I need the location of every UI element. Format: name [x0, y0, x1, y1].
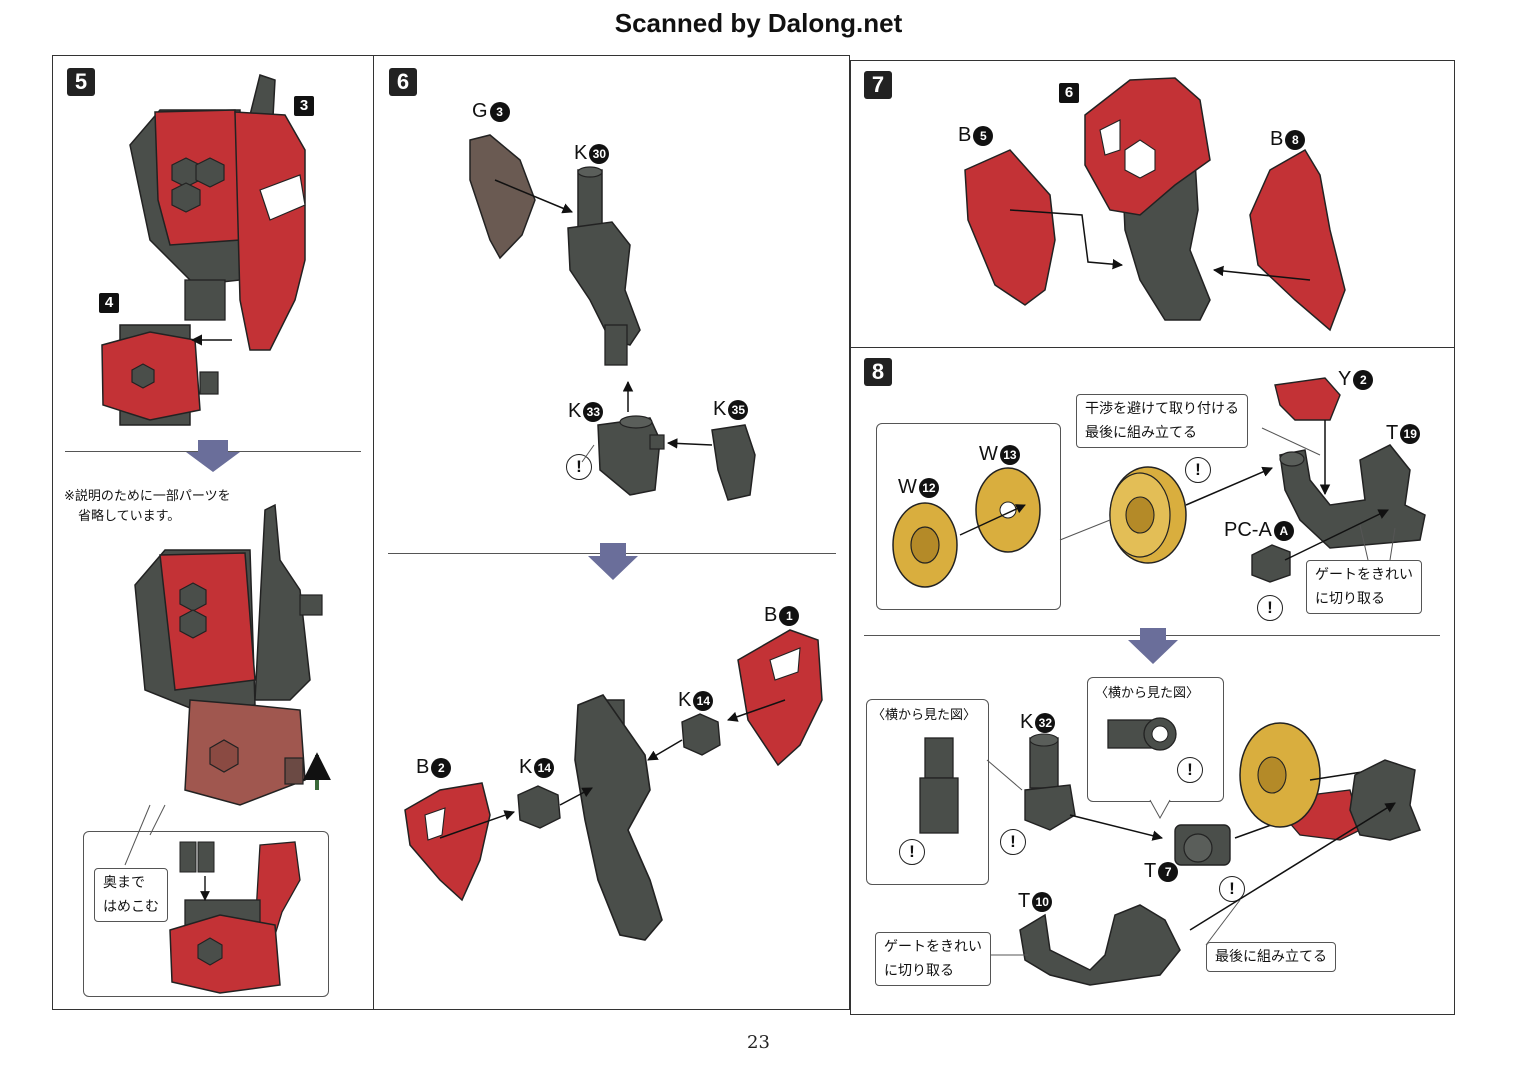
- step-6-b1-part: [737, 629, 823, 767]
- step-8-gate-callout-bottom: ゲートをきれい に切り取る: [875, 932, 991, 986]
- step-7-b5-part: [964, 149, 1056, 306]
- step-5-omission-note: ※説明のために一部パーツを 省略しています。: [64, 489, 231, 524]
- warning-icon-k32: !: [1000, 829, 1026, 855]
- part-label-6: 6: [1059, 83, 1079, 103]
- side-view-right-label: 〈横から見た図〉: [1095, 686, 1200, 701]
- step-6-k30-part: [567, 166, 641, 366]
- step-5-detail-illustration: [169, 841, 301, 994]
- step-8-t19-part: [1279, 444, 1426, 549]
- step-7-number: 7: [864, 71, 892, 99]
- step-6-k35-part: [711, 424, 756, 501]
- step-8-assembled-wheel: [1239, 722, 1361, 841]
- step-8-t-frame-assembled: [1349, 759, 1421, 841]
- step-7-assembled-body: [1084, 77, 1211, 321]
- step-6-k14-right-part: [681, 713, 721, 756]
- step-8-wheel-assembly: [1109, 466, 1187, 564]
- step-8-t10-part: [1019, 904, 1181, 986]
- step-6-b2-part: [404, 782, 491, 902]
- step-8-k32-part: [1024, 733, 1076, 831]
- step-6-assembled-body: [574, 694, 663, 941]
- step-8-t7-part: [1174, 824, 1231, 866]
- down-arrow-step-8: [1128, 628, 1178, 664]
- step-8-pc-a-part: [1251, 544, 1291, 583]
- part-label-4: 4: [99, 293, 119, 313]
- down-arrow-step-5: [186, 440, 240, 472]
- step-5-head-part: [129, 74, 306, 351]
- down-arrow-step-6: [588, 543, 638, 580]
- part-label-3: 3: [294, 96, 314, 116]
- side-view-left-part: [919, 737, 959, 834]
- step-8-w13-wheel: [975, 467, 1041, 553]
- warning-icon-side-left: !: [899, 839, 925, 865]
- warning-icon-side-right: !: [1177, 757, 1203, 783]
- page-number: 23: [747, 1032, 770, 1053]
- step-5-combined-part: [134, 503, 323, 806]
- step-6-k33-part: [597, 415, 665, 496]
- side-view-right-part: [1107, 717, 1177, 751]
- step-6-number: 6: [389, 68, 417, 96]
- warning-icon-t7: !: [1219, 876, 1245, 902]
- warning-icon-k33: !: [566, 454, 592, 480]
- step-5-insert-callout: 奥まで はめこむ: [94, 868, 168, 922]
- step-7-b8-part: [1249, 148, 1346, 332]
- step-5-number: 5: [67, 68, 95, 96]
- step-5-part-4: [101, 324, 219, 426]
- warning-icon-pc-a: !: [1257, 595, 1283, 621]
- side-view-left-label: 〈横から見た図〉: [872, 708, 977, 723]
- step-8-w12-wheel: [892, 502, 958, 588]
- warning-icon-wheel: !: [1185, 457, 1211, 483]
- step-8-number: 8: [864, 358, 892, 386]
- step-8-last-assemble-callout: 最後に組み立てる: [1206, 942, 1336, 972]
- scan-credit-header: Scanned by Dalong.net: [614, 8, 903, 38]
- step-8-gate-callout-top: ゲートをきれい に切り取る: [1306, 560, 1422, 614]
- step-8-y2-part: [1274, 377, 1341, 421]
- step-6-g3-part: [469, 134, 536, 260]
- step-6-k14-left-part: [517, 785, 561, 829]
- step-8-interference-callout: 干渉を避けて取り付ける 最後に組み立てる: [1076, 394, 1248, 448]
